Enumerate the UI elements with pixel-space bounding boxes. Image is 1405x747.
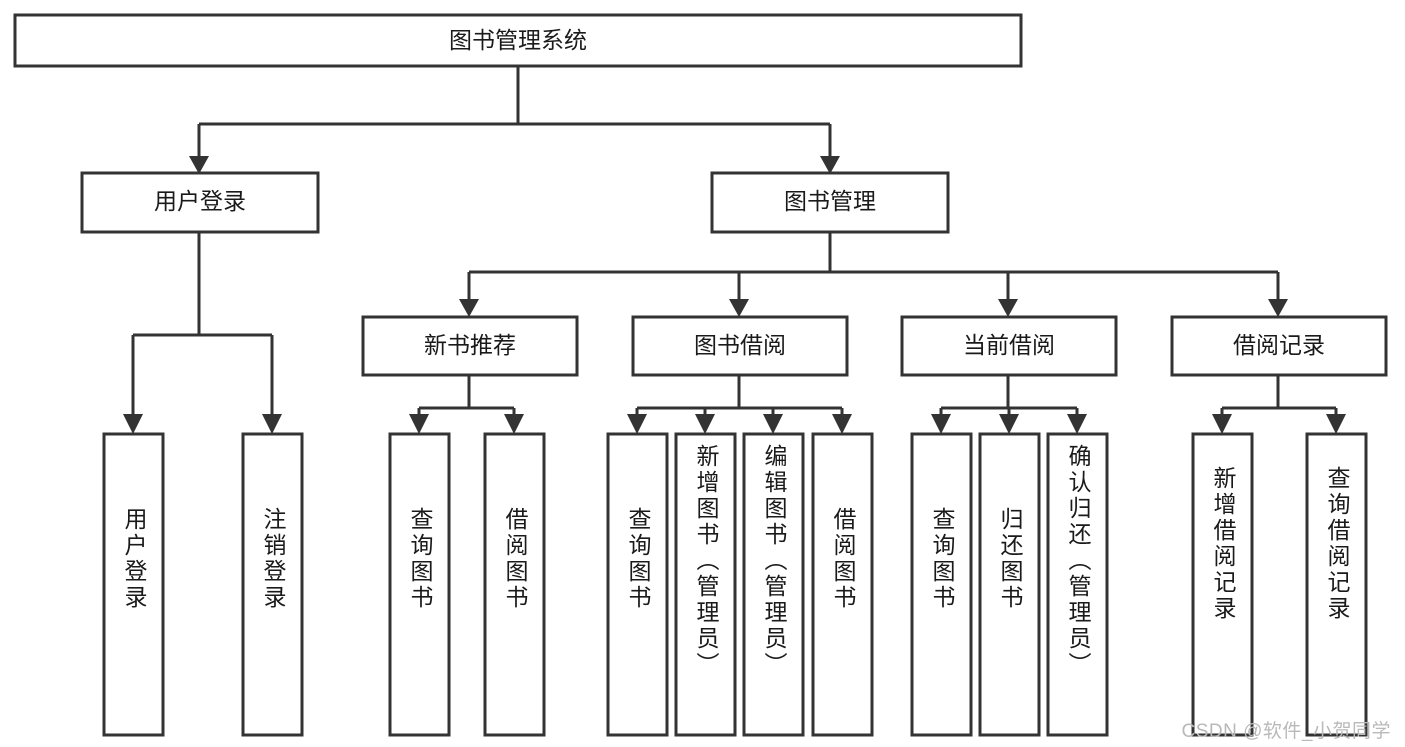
leaf-borrow-book-recommend[interactable] [483, 432, 546, 737]
csdn-watermark: CSDN @软件_小贺同学 [1181, 721, 1391, 742]
leaf-user-login[interactable] [102, 432, 165, 737]
label-book-borrow: 图书借阅 [694, 332, 786, 358]
leaf-return-book[interactable] [978, 432, 1041, 737]
leaf-add-borrow-record[interactable] [1191, 432, 1254, 737]
connector-borrow-record-to-leaves [1212, 375, 1346, 434]
label-borrow-record: 借阅记录 [1233, 332, 1325, 358]
label-book-management: 图书管理 [784, 188, 876, 214]
leaf-query-book-borrow[interactable] [606, 432, 669, 737]
leaf-query-book-recommend[interactable] [388, 432, 451, 737]
connector-book-management-to-level3 [459, 232, 1288, 317]
node-new-book-recommend[interactable] [361, 315, 579, 377]
connector-book-borrow-to-leaves [627, 375, 852, 434]
leaf-edit-book-admin[interactable] [742, 432, 805, 737]
label-current-borrow: 当前借阅 [963, 332, 1055, 358]
connector-root-to-level2 [189, 67, 840, 174]
label-new-book-recommend: 新书推荐 [424, 332, 516, 358]
leaf-add-book-admin[interactable] [674, 432, 737, 737]
node-user-login[interactable] [80, 171, 320, 234]
label-root: 图书管理系统 [449, 27, 587, 53]
connector-current-borrow-to-leaves [931, 375, 1087, 434]
leaf-query-book-current[interactable] [910, 432, 973, 737]
leaf-confirm-return-admin[interactable] [1046, 432, 1109, 737]
leaf-user-logout[interactable] [241, 432, 304, 737]
connector-user-login-to-leaves [123, 232, 282, 434]
node-root-book-management-system[interactable] [13, 13, 1023, 68]
leaf-query-borrow-record[interactable] [1305, 432, 1368, 737]
node-current-borrow[interactable] [900, 315, 1118, 377]
connector-new-book-recommend-to-leaves [409, 375, 524, 434]
leaf-borrow-book[interactable] [811, 432, 874, 737]
label-user-login: 用户登录 [154, 188, 246, 214]
